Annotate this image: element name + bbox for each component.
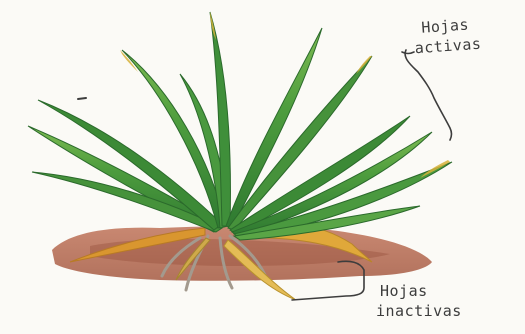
active-leaves (28, 12, 452, 240)
active-leaves-brace (405, 50, 451, 140)
active-leaves-brace-tick (402, 52, 414, 54)
label-inactive-line2: inactivas (376, 301, 462, 321)
label-active-leaves: Hojas activas (413, 14, 482, 59)
label-inactive-leaves: Hojas inactivas (376, 281, 462, 321)
label-inactive-line1: Hojas (376, 281, 462, 301)
pencil-mark (78, 98, 86, 99)
